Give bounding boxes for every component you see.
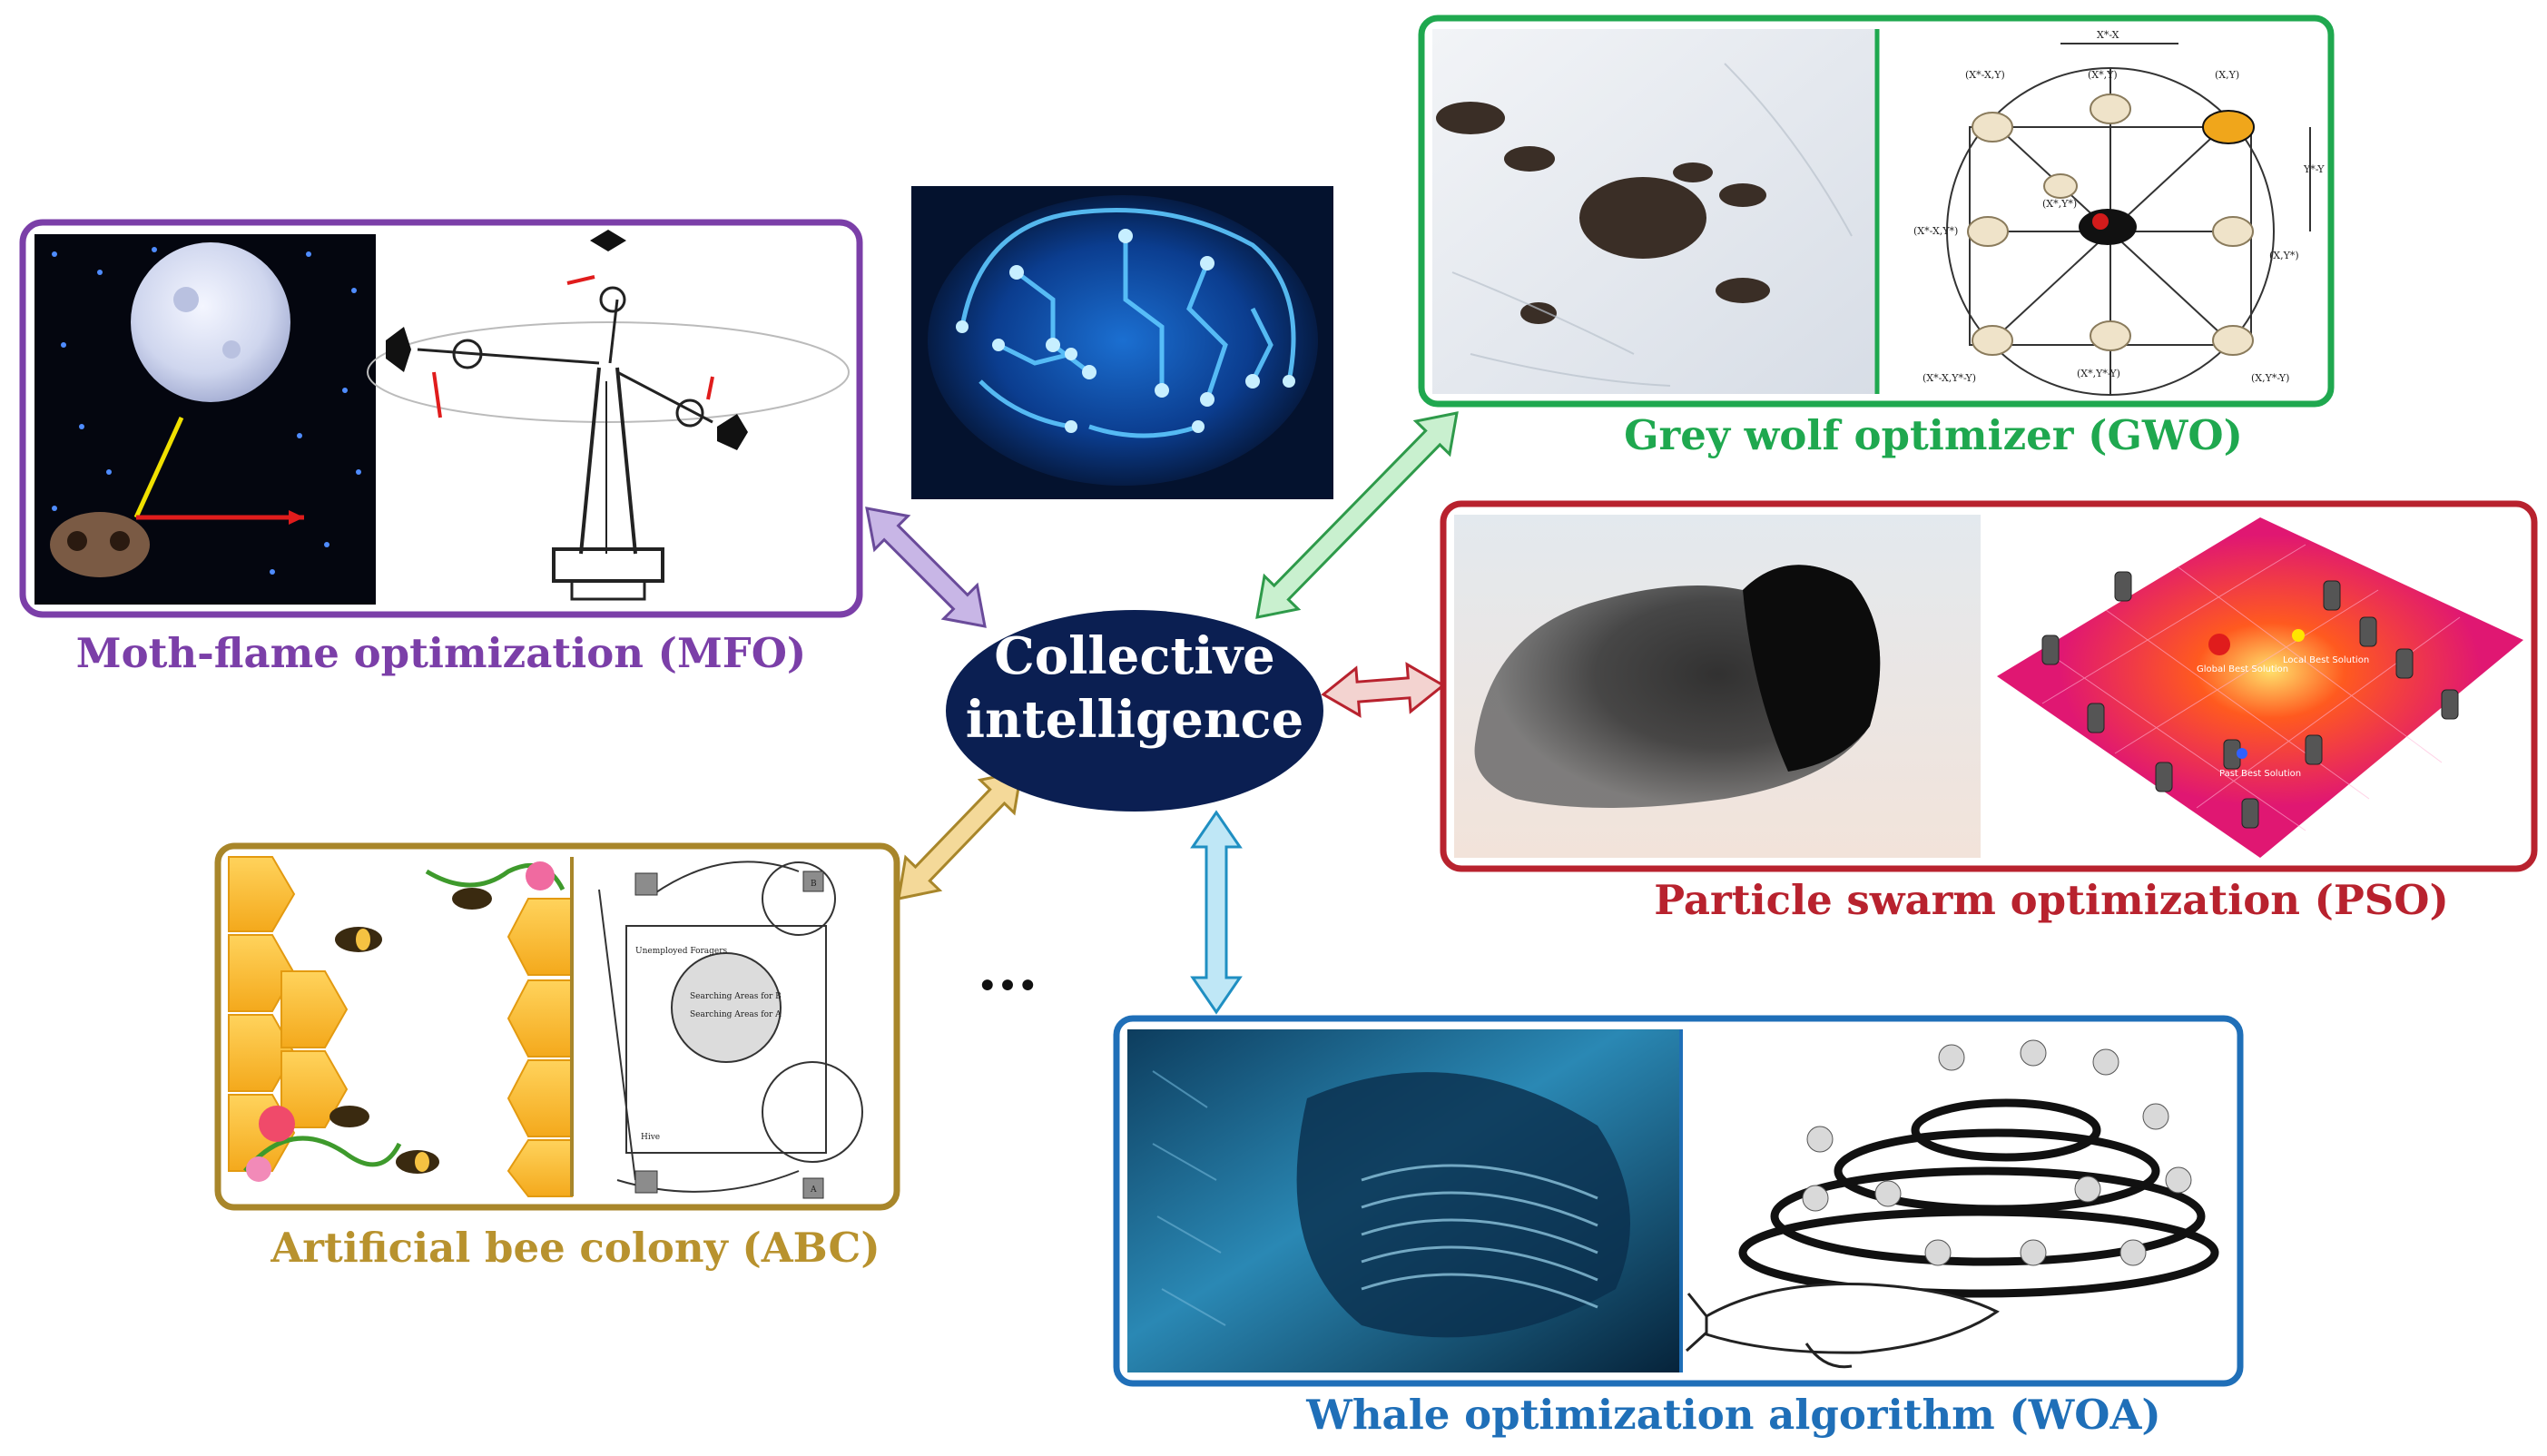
abc-foraging-diagram <box>598 861 863 1193</box>
whale-icon <box>1685 1282 2000 1369</box>
pso-label-2: Past Best Solution <box>2219 769 2301 779</box>
gwo-label-0: (X*-X,Y) <box>1965 69 2005 81</box>
abc-label-4: A <box>810 1185 817 1195</box>
gwo-diagram-labels: (X*-X,Y) (X*,Y) (X,Y) (X*,Y*) (X*-X,Y*) … <box>1913 29 2325 384</box>
brain-image <box>911 186 1333 499</box>
woa-panel: Whale optimization algorithm (WOA) <box>1113 1015 2244 1439</box>
gwo-panel: (X*-X,Y) (X*,Y) (X,Y) (X*,Y*) (X*-X,Y*) … <box>1418 15 2335 459</box>
center-node: Collective intelligence <box>946 610 1323 812</box>
abc-arrow <box>897 770 1023 900</box>
gwo-label-1: (X*,Y) <box>2088 69 2118 81</box>
alpha-wolf-icon <box>2202 110 2255 144</box>
center-line-2: intelligence <box>966 690 1304 750</box>
wolf-icon <box>1436 102 1505 134</box>
center-line-1: Collective <box>994 626 1275 686</box>
abc-diagram-labels: Unemployed Foragers Searching Areas for … <box>635 880 817 1195</box>
pso-diagram-labels: Global Best Solution Local Best Solution… <box>2197 655 2369 779</box>
abc-label-2: Searching Areas for A <box>690 1010 782 1019</box>
abc-label: Artificial bee colony (ABC) <box>270 1224 880 1272</box>
moth-icon <box>50 512 150 577</box>
prey-icon <box>2079 209 2137 245</box>
pso-fitness-landscape <box>1997 517 2523 858</box>
gwo-arrow <box>1255 411 1459 619</box>
gwo-label-9: X*-X <box>2097 29 2119 41</box>
pso-label-1: Local Best Solution <box>2283 655 2369 665</box>
gwo-label: Grey wolf optimizer (GWO) <box>1624 411 2243 459</box>
pso-panel: Global Best Solution Local Best Solution… <box>1440 500 2538 924</box>
gwo-label-3: (X*,Y*) <box>2042 198 2077 210</box>
mfo-panel: Moth-flame optimization (MFO) <box>19 219 863 677</box>
woa-prey-icons <box>1802 1039 2192 1266</box>
gwo-label-7: (X*,Y*-Y) <box>2077 368 2120 379</box>
flying-moth-icons <box>386 230 748 450</box>
gwo-label-10: Y*-Y <box>2303 163 2325 175</box>
abc-panel: Unemployed Foragers Searching Areas for … <box>214 842 900 1272</box>
gwo-label-4: (X*-X,Y*) <box>1913 225 1958 237</box>
gwo-label-5: (X,Y*) <box>2269 250 2299 261</box>
flower-icon <box>526 861 555 890</box>
more-ellipsis: ... <box>978 936 1038 1004</box>
mfo-arrow <box>865 507 987 628</box>
pso-label-0: Global Best Solution <box>2197 664 2288 674</box>
woa-arrow <box>1190 810 1243 1015</box>
abc-label-0: Unemployed Foragers <box>635 947 728 956</box>
pso-particle-icons <box>2041 571 2459 829</box>
woa-label: Whale optimization algorithm (WOA) <box>1305 1391 2160 1439</box>
gwo-label-2: (X,Y) <box>2215 69 2239 81</box>
gwo-label-6: (X*-X,Y*-Y) <box>1923 372 1976 384</box>
abc-label-5: B <box>811 880 817 889</box>
abc-label-3: Hive <box>641 1133 660 1142</box>
woa-spiral-diagram <box>1738 1098 2219 1298</box>
mfo-flame-diagram <box>367 286 850 601</box>
gwo-label-8: (X,Y*-Y) <box>2251 372 2289 384</box>
abc-label-1: Searching Areas for B <box>690 992 782 1001</box>
pso-arrow <box>1321 662 1446 718</box>
moon-icon <box>131 242 290 402</box>
mfo-label: Moth-flame optimization (MFO) <box>76 629 806 677</box>
pso-label: Particle swarm optimization (PSO) <box>1654 876 2449 924</box>
bison-icon <box>1579 177 1706 259</box>
